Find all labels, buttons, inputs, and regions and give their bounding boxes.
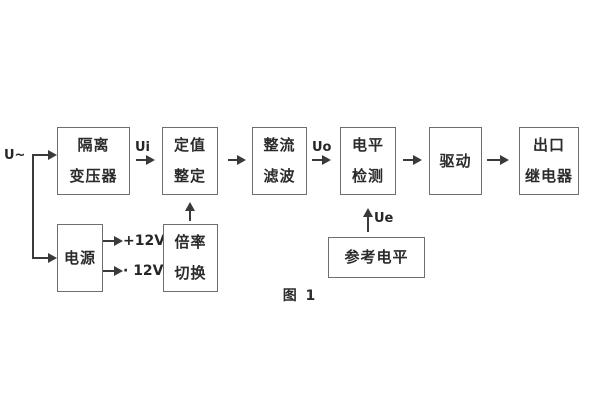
node-label: 电平 — [351, 136, 384, 154]
node-setpoint-setting: 定值 整定 — [162, 127, 218, 195]
input-voltage-label: U~ — [4, 148, 26, 163]
arrow-input-to-power — [33, 253, 57, 263]
node-label: 定值 — [173, 136, 206, 154]
minus12v-label: · 12V — [123, 263, 164, 279]
uo-signal-label: Uo — [312, 140, 332, 155]
node-ratio-switch: 倍率 切换 — [163, 224, 218, 292]
node-output-relay: 出口 继电器 — [519, 127, 579, 195]
node-label: 滤波 — [263, 167, 296, 185]
node-label: 倍率 — [174, 233, 207, 251]
arrow-rectifier-to-level — [312, 155, 331, 165]
node-rectifier-filter: 整流 滤波 — [252, 127, 307, 195]
node-label: 出口 — [532, 136, 565, 154]
node-label: 整定 — [173, 167, 206, 185]
arrow-power-plus12v — [103, 236, 123, 246]
node-label: 变压器 — [69, 167, 118, 185]
plus12v-label: +12V — [123, 233, 166, 249]
figure-caption: 图 1 — [282, 288, 318, 304]
arrow-driver-to-relay — [487, 155, 509, 165]
arrow-input-to-transformer — [33, 150, 57, 160]
node-reference-level: 参考电平 — [328, 237, 425, 278]
arrow-ratio-to-setpoint — [185, 202, 195, 221]
node-driver: 驱动 — [429, 127, 482, 195]
node-level-detection: 电平 检测 — [340, 127, 396, 195]
node-power-supply: 电源 — [57, 224, 103, 292]
node-label: 参考电平 — [344, 248, 409, 266]
node-isolation-transformer: 隔离 变压器 — [57, 127, 130, 195]
ui-signal-label: Ui — [135, 140, 151, 155]
node-label: 切换 — [174, 264, 207, 282]
node-label: 隔离 — [77, 136, 110, 154]
node-label: 电源 — [63, 248, 96, 267]
node-label: 继电器 — [524, 167, 573, 185]
node-label: 驱动 — [439, 151, 472, 170]
arrow-level-to-driver — [403, 155, 422, 165]
ue-signal-label: Ue — [374, 211, 394, 226]
arrow-setpoint-to-rectifier — [228, 155, 246, 165]
arrow-reference-to-level — [363, 208, 373, 232]
node-label: 检测 — [351, 167, 384, 185]
node-label: 整流 — [263, 136, 296, 154]
arrow-power-minus12v — [103, 266, 123, 276]
arrow-transformer-to-setpoint — [136, 155, 155, 165]
input-branch-line — [32, 154, 34, 259]
